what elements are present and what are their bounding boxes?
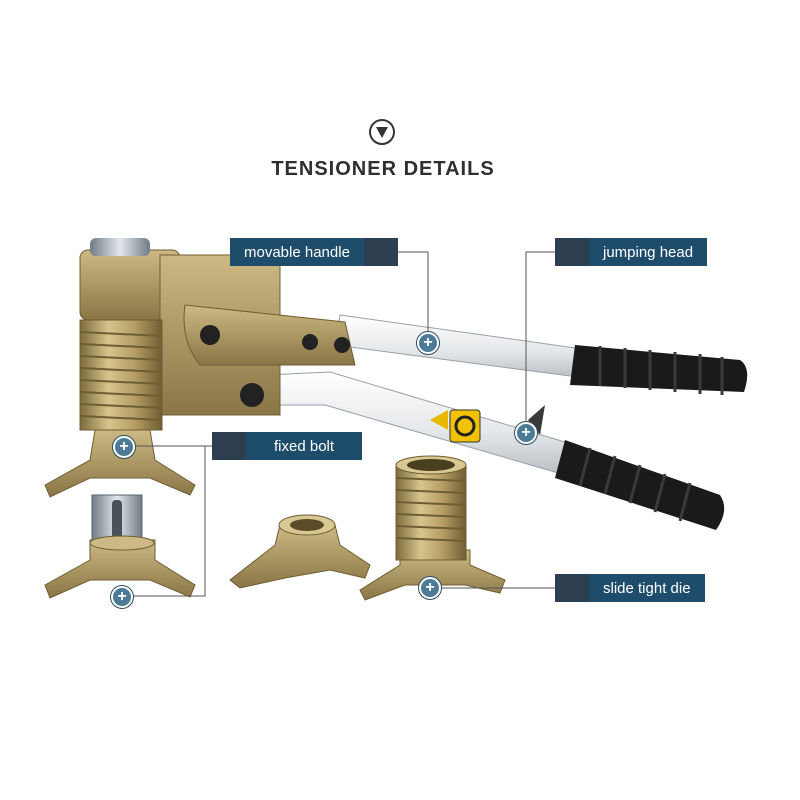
page-title: TENSIONER DETAILS bbox=[271, 158, 495, 180]
marker-movable-handle[interactable]: + bbox=[417, 332, 439, 354]
triangle-down-circle-icon bbox=[369, 119, 395, 145]
lower-grip bbox=[555, 440, 725, 530]
callout-fixed-bolt: fixed bolt bbox=[212, 432, 363, 460]
marker-slide-tight-die[interactable]: + bbox=[419, 577, 441, 599]
marker-fixed-bolt[interactable]: + bbox=[113, 436, 135, 458]
callout-label: slide tight die bbox=[589, 574, 705, 602]
upper-grip bbox=[570, 345, 748, 395]
callout-jumping-head: jumping head bbox=[555, 238, 708, 266]
callout-label: movable handle bbox=[230, 238, 364, 266]
marker-jumping-head[interactable]: + bbox=[515, 422, 537, 444]
callout-movable-handle: movable handle bbox=[230, 238, 398, 266]
callout-slide-tight-die: slide tight die bbox=[555, 574, 705, 602]
callout-label: jumping head bbox=[589, 238, 708, 266]
logo-sticker bbox=[430, 409, 481, 443]
callout-label: fixed bolt bbox=[246, 432, 363, 460]
marker-base[interactable]: + bbox=[111, 586, 133, 608]
die-ring bbox=[229, 514, 371, 589]
threaded-die bbox=[359, 455, 506, 601]
